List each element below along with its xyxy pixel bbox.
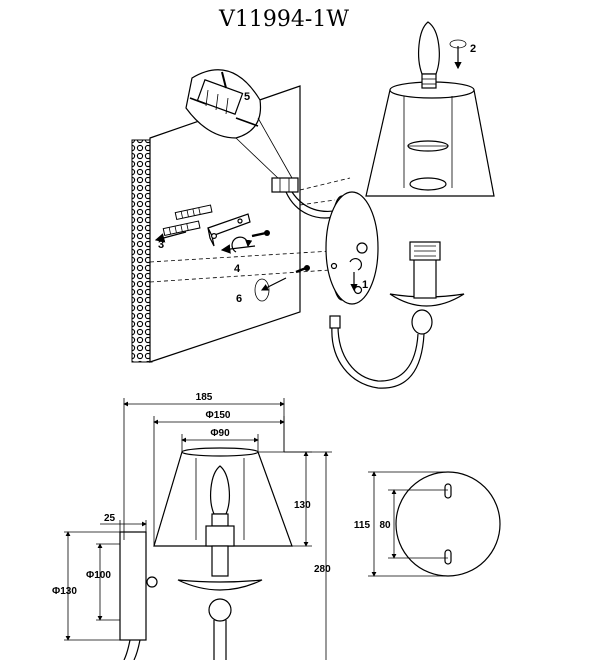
terminal-block bbox=[271, 177, 299, 193]
svg-text:Φ90: Φ90 bbox=[210, 428, 230, 439]
direction-arrow-icon bbox=[220, 244, 256, 254]
step-4-label: 4 bbox=[234, 263, 241, 275]
install-guide-lines bbox=[149, 177, 351, 283]
bulb bbox=[418, 21, 440, 89]
lampshade bbox=[365, 81, 495, 197]
svg-text:Φ130: Φ130 bbox=[52, 586, 77, 597]
mounting-bracket bbox=[207, 213, 251, 247]
svg-text:280: 280 bbox=[314, 564, 331, 575]
dim-plate-depth: 25 bbox=[100, 513, 147, 532]
wall-anchor-icon bbox=[162, 204, 213, 237]
dim-plate-inner: Φ100 bbox=[86, 543, 120, 621]
svg-text:130: 130 bbox=[294, 500, 311, 511]
dim-shade-bottom: Φ90 bbox=[181, 428, 259, 452]
step-5-label: 5 bbox=[244, 91, 250, 103]
candle-socket bbox=[389, 241, 465, 307]
front-view bbox=[153, 447, 293, 660]
step-1-label: 1 bbox=[362, 279, 368, 291]
model-title: V11994-1W bbox=[218, 7, 349, 32]
dim-mount-height: 115 bbox=[354, 471, 448, 577]
svg-text:80: 80 bbox=[379, 520, 391, 531]
step-6-label: 6 bbox=[236, 293, 242, 305]
dim-shade-top: Φ150 bbox=[153, 410, 285, 546]
side-view-plate bbox=[119, 531, 158, 660]
dim-plate-outer: Φ130 bbox=[52, 531, 120, 641]
svg-text:Φ150: Φ150 bbox=[206, 410, 231, 421]
svg-text:185: 185 bbox=[196, 392, 213, 403]
direction-arrow-icon bbox=[260, 277, 287, 291]
lamp-wall-plate bbox=[325, 191, 379, 305]
rotate-arrow-icon bbox=[349, 258, 362, 271]
step-2-label: 2 bbox=[470, 43, 476, 55]
terminal-detail-callout bbox=[185, 69, 293, 181]
svg-text:Φ100: Φ100 bbox=[86, 570, 111, 581]
direction-arrow-icon bbox=[154, 231, 187, 243]
screw-icon bbox=[251, 230, 310, 274]
dim-total-height: 280 bbox=[284, 451, 332, 660]
svg-text:25: 25 bbox=[104, 513, 116, 524]
rotate-arrow-icon bbox=[254, 278, 270, 302]
back-plate-view bbox=[395, 471, 501, 577]
step-3-label: 3 bbox=[158, 239, 164, 251]
dim-hole-spacing: 80 bbox=[379, 489, 448, 559]
svg-text:115: 115 bbox=[354, 520, 371, 531]
lamp-arm bbox=[329, 309, 433, 389]
